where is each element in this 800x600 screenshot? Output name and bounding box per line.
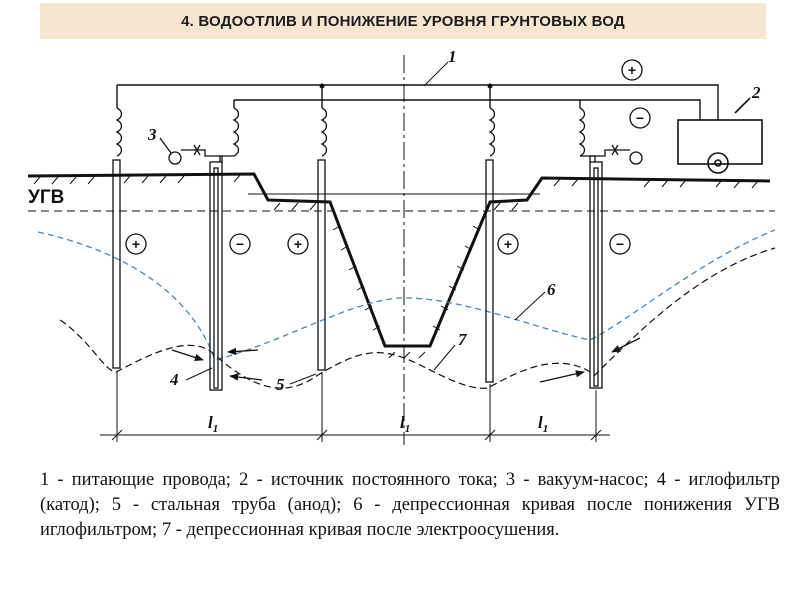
plus-sign-1: +	[132, 236, 140, 252]
legend-text: 1 - питающие провода; 2 - источник посто…	[40, 470, 780, 540]
label-3: 3	[147, 125, 157, 144]
minus-sign-2: −	[616, 236, 624, 252]
depression-curve-6	[37, 229, 776, 361]
label-4: 4	[169, 370, 179, 389]
minus-sign-source: −	[636, 110, 644, 126]
plus-sign-3: +	[504, 236, 512, 252]
vacuum-pump-right	[589, 144, 643, 165]
minus-sign-1: −	[236, 236, 244, 252]
depression-curve-7	[59, 247, 776, 389]
ground-surface	[27, 172, 771, 348]
dimension-label-1: l1	[208, 413, 218, 435]
dc-source	[677, 97, 763, 174]
title-bar: 4. ВОДООТЛИВ И ПОНИЖЕНИЕ УРОВНЯ ГРУНТОВЫ…	[40, 3, 766, 39]
ground-hatching	[33, 174, 759, 359]
dimension-label-3: l1	[538, 413, 548, 435]
anode-pipes	[112, 159, 494, 383]
dimension-label-2: l1	[400, 413, 410, 435]
diagram: + − + − + + − 1 2 3 4 5 6 7 УГВ	[27, 47, 776, 445]
coils	[115, 107, 596, 162]
supply-wires	[116, 84, 719, 120]
vacuum-pump-left	[159, 137, 223, 165]
polarity-signs: + − + − + + −	[125, 59, 651, 255]
leader-lines	[185, 61, 546, 385]
plus-sign-source: +	[628, 62, 636, 78]
plus-sign-2: +	[294, 236, 302, 252]
label-6: 6	[547, 280, 556, 299]
label-2: 2	[751, 83, 761, 102]
flow-arrows	[171, 337, 641, 383]
groundwater-level-label: УГВ	[28, 187, 64, 208]
label-7: 7	[458, 330, 468, 349]
wellpoint-filters	[209, 161, 603, 391]
dimension-line	[100, 372, 610, 442]
label-5: 5	[276, 375, 285, 394]
label-1: 1	[448, 47, 457, 66]
page-title: 4. ВОДООТЛИВ И ПОНИЖЕНИЕ УРОВНЯ ГРУНТОВЫ…	[181, 12, 625, 30]
